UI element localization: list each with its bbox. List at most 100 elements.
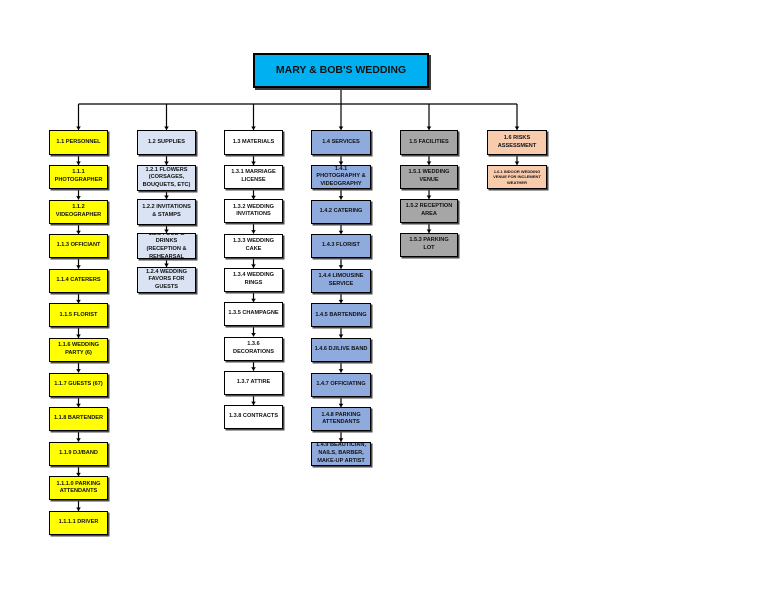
node-attire: 1.3.7 ATTIRE	[224, 370, 283, 395]
arrow-head	[76, 161, 81, 165]
node-label: 1.2.3 FOOD & DRINKS (RECEPTION & REHEARS…	[146, 233, 187, 259]
node-label: 1.5 FACILITIES	[409, 138, 449, 145]
node-label: 1.3 MATERIALS	[232, 138, 275, 145]
node-food-drinks: 1.2.3 FOOD & DRINKS (RECEPTION & REHEARS…	[137, 233, 196, 259]
root-node: MARY & BOB'S WEDDING	[253, 53, 429, 88]
node-limousine-service: 1.4.4 LIMOUSINE SERVICE	[311, 268, 371, 293]
node-wedding-favors: 1.2.4 WEDDING FAVORS FOR GUESTS	[137, 267, 196, 293]
arrow-head	[76, 230, 81, 235]
arrow-head	[251, 333, 256, 337]
arrow-head	[76, 126, 81, 130]
root-title: MARY & BOB'S WEDDING	[275, 63, 407, 76]
node-label: 1.4.3 FLORIST	[322, 242, 360, 249]
node-wedding-venue: 1.5.1 WEDDING VENUE	[400, 165, 458, 189]
node-label: 1.1.3 OFFICIANT	[56, 242, 101, 249]
header-personnel: 1.1 PERSONNEL	[49, 130, 108, 155]
node-label: 1.3.8 CONTRACTS	[228, 413, 279, 420]
node-label: 1.5.2 RECEPTION AREA	[405, 203, 453, 217]
arrow-head	[338, 230, 344, 235]
arrow-head	[338, 369, 344, 373]
node-caterers: 1.1.4 CATERERS	[49, 268, 108, 293]
arrow-head	[338, 126, 344, 130]
arrow-head	[338, 438, 344, 442]
node-label: 1.1.1.1 DRIVER	[58, 519, 99, 526]
node-label: 1.4.5 BARTENDING	[315, 311, 367, 318]
arrow-head	[251, 401, 256, 406]
arrow-head	[76, 472, 81, 477]
node-label: 1.4 SERVICES	[322, 138, 360, 145]
node-dj-band: 1.1.9 DJ/BAND	[49, 441, 108, 466]
arrow-head	[164, 263, 169, 267]
node-label: 1.1 PERSONNEL	[56, 138, 101, 145]
node-label: 1.4.7 OFFICIATING	[316, 380, 366, 387]
arrow-head	[76, 299, 81, 304]
node-label: 1.1.1.0 PARKING ATTENDANTS	[56, 480, 101, 495]
node-label: 1.3.6 DECORATIONS	[233, 340, 274, 355]
arrow-head	[338, 265, 344, 269]
arrow-head	[76, 507, 81, 511]
node-photography-videography: 1.4.1 PHOTOGRAPHY & VIDEOGRAPHY	[311, 165, 371, 189]
arrow-head	[338, 196, 344, 200]
arrow-head	[338, 299, 344, 304]
node-label: 1.1.5 FLORIST	[59, 311, 98, 318]
arrow-head	[164, 229, 169, 233]
arrow-head	[164, 161, 169, 165]
node-videographer: 1.1.2 VIDEOGRAPHER	[49, 199, 108, 224]
header-supplies: 1.2 SUPPLIES	[137, 130, 196, 155]
header-materials: 1.3 MATERIALS	[224, 130, 283, 155]
arrow-head	[514, 126, 520, 130]
node-florist: 1.1.5 FLORIST	[49, 303, 108, 328]
node-wedding-invitations: 1.3.2 WEDDING INVITATIONS	[224, 199, 283, 224]
node-label: 1.4.4 LIMOUSINE SERVICE	[318, 273, 364, 287]
node-driver: 1.1.1.1 DRIVER	[49, 511, 108, 535]
node-wedding-party: 1.1.6 WEDDING PARTY (6)	[49, 338, 108, 362]
node-label: 1.1.7 GUESTS (67)	[54, 380, 103, 387]
arrow-head	[251, 195, 256, 200]
arrow-head	[251, 298, 256, 303]
arrow-head	[251, 367, 256, 371]
node-decorations: 1.3.6 DECORATIONS	[224, 336, 283, 361]
arrow-head	[251, 161, 256, 165]
arrow-head	[514, 161, 520, 165]
arrow-head	[426, 195, 432, 199]
arrow-head	[164, 195, 169, 199]
node-label: 1.2 SUPPLIES	[148, 138, 185, 145]
node-flowers: 1.2.1 FLOWERS (CORSAGES, BOUQUETS, ETC)	[137, 165, 196, 191]
arrow-head	[76, 438, 81, 442]
node-dj-live-band: 1.4.6 DJ/LIVE BAND	[311, 338, 371, 362]
node-label: 1.3.4 WEDDING RINGS	[232, 272, 275, 286]
node-label: 1.2.4 WEDDING FAVORS FOR GUESTS	[145, 268, 188, 290]
node-label: 1.4.8 PARKING ATTENDANTS	[321, 411, 361, 426]
arrow-head	[338, 403, 344, 408]
node-photographer: 1.1.1 PHOTOGRAPHER	[49, 165, 108, 189]
node-indoor-venue: 1.6.1 INDOOR WEDDING VENUE FOR INCLEMENT…	[487, 165, 547, 189]
node-wedding-rings: 1.3.4 WEDDING RINGS	[224, 267, 283, 292]
node-label: 1.3.2 WEDDING INVITATIONS	[232, 203, 275, 218]
node-label: 1.5.1 WEDDING VENUE	[408, 169, 450, 183]
arrow-head	[76, 403, 81, 408]
node-label: 1.1.9 DJ/BAND	[59, 450, 98, 457]
node-label: 1.6 RISKS ASSESSMENT	[497, 134, 537, 149]
node-catering: 1.4.2 CATERING	[311, 199, 371, 224]
header-services: 1.4 SERVICES	[311, 130, 371, 155]
arrow-head	[426, 126, 432, 130]
arrow-head	[76, 265, 81, 269]
arrow-head	[251, 126, 256, 130]
node-beautician: 1.4.9 BEAUTICIAN, NAILS, BARBER, MAKE-UP…	[311, 441, 371, 466]
node-label: 1.2.1 FLOWERS (CORSAGES, BOUQUETS, ETC)	[142, 166, 191, 188]
node-label: 1.4.6 DJ/LIVE BAND	[314, 346, 368, 353]
node-label: 1.6.1 INDOOR WEDDING VENUE FOR INCLEMENT…	[493, 169, 541, 185]
node-label: 1.1.1 PHOTOGRAPHER	[54, 169, 103, 183]
node-parking-attendants-service: 1.4.8 PARKING ATTENDANTS	[311, 407, 371, 432]
node-label: 1.1.2 VIDEOGRAPHER	[55, 204, 102, 218]
node-officiant: 1.1.3 OFFICIANT	[49, 234, 108, 259]
node-label: 1.2.2 INVITATIONS & STAMPS	[142, 204, 191, 218]
node-contracts: 1.3.8 CONTRACTS	[224, 405, 283, 430]
node-label: 1.1.4 CATERERS	[56, 277, 101, 284]
node-label: 1.4.9 BEAUTICIAN, NAILS, BARBER, MAKE-UP…	[315, 442, 367, 464]
arrow-head	[76, 334, 81, 338]
arrow-head	[426, 161, 432, 165]
arrow-head	[338, 161, 344, 165]
